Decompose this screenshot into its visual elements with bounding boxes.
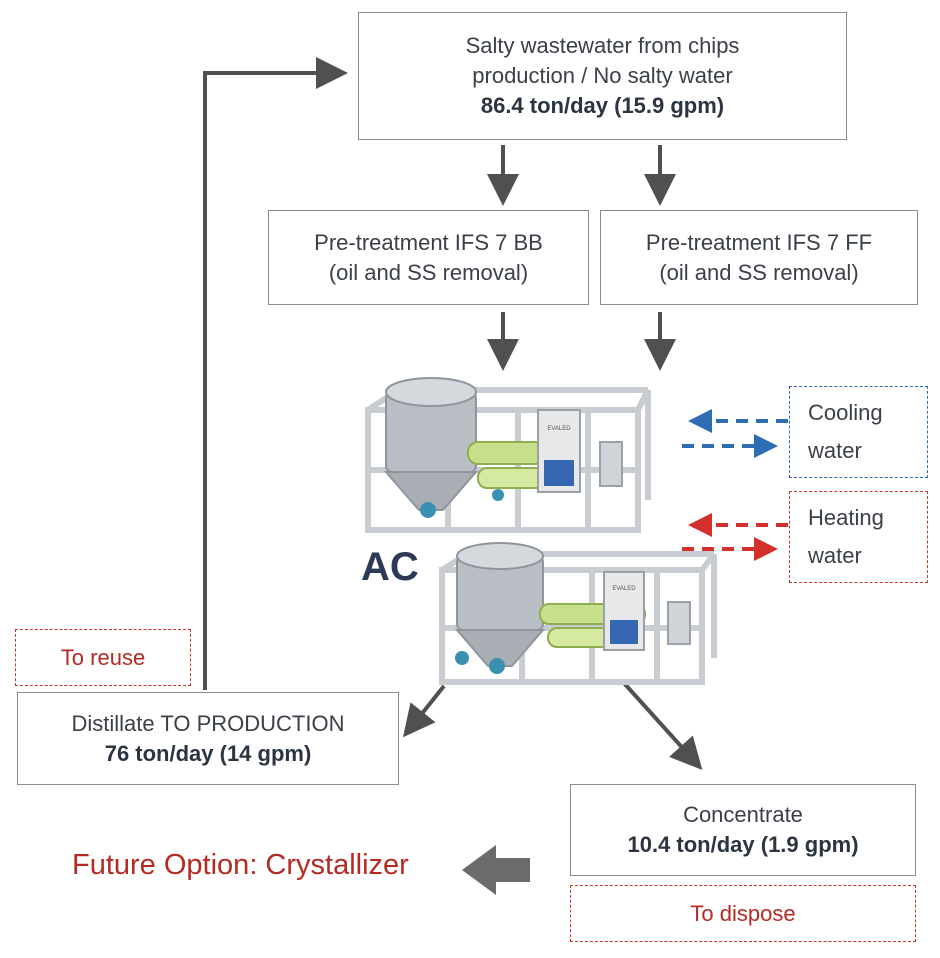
- dispose-box: To dispose: [570, 885, 916, 942]
- pretreatment-ff-line2: (oil and SS removal): [659, 259, 859, 285]
- evaporator-unit-bottom-illustration: EVALED: [439, 542, 717, 685]
- concentrate-box: Concentrate 10.4 ton/day (1.9 gpm): [570, 784, 916, 876]
- evaporator-bottom-panel-brand: EVALED: [612, 586, 636, 592]
- pretreatment-bb-line1: Pre-treatment IFS 7 BB: [314, 229, 543, 255]
- feed-line2: production / No salty water: [472, 63, 733, 88]
- feed-line1: Salty wastewater from chips: [465, 33, 740, 58]
- heating-water-box: Heating water: [789, 491, 928, 583]
- concentrate-flow: 10.4 ton/day (1.9 gpm): [627, 832, 859, 857]
- pretreatment-ff-line1: Pre-treatment IFS 7 FF: [645, 229, 873, 255]
- cooling-water-line1: Cooling: [808, 400, 883, 425]
- feed-flow: 86.4 ton/day (15.9 gpm): [480, 93, 725, 118]
- reuse-box: To reuse: [15, 629, 191, 686]
- heating-water-line2: water: [808, 543, 862, 568]
- cooling-water-box: Cooling water: [789, 386, 928, 478]
- distillate-line1: Distillate TO PRODUCTION: [71, 710, 345, 736]
- pretreatment-ff-box: Pre-treatment IFS 7 FF (oil and SS remov…: [600, 210, 918, 305]
- pretreatment-bb-line2: (oil and SS removal): [328, 259, 529, 285]
- distillate-flow: 76 ton/day (14 gpm): [104, 740, 312, 766]
- concentrate-line1: Concentrate: [683, 802, 803, 827]
- evaporator-label: AC: [361, 545, 419, 589]
- heating-water-line1: Heating: [808, 505, 884, 530]
- arrow-evaporator-to-concentrate: [621, 680, 703, 770]
- feed-box: Salty wastewater from chips production /…: [358, 12, 847, 140]
- evaporator-top-panel-brand: EVALED: [547, 426, 571, 432]
- reuse-label: To reuse: [60, 644, 146, 670]
- arrow-to-crystallizer: [462, 845, 530, 895]
- arrow-distillate-recycle: [203, 57, 348, 690]
- cooling-water-line2: water: [808, 438, 862, 463]
- evaporator-unit-top-illustration: EVALED: [365, 377, 651, 533]
- future-option-label: Future Option: Crystallizer: [72, 849, 409, 881]
- pretreatment-bb-box: Pre-treatment IFS 7 BB (oil and SS remov…: [268, 210, 589, 305]
- arrow-evaporator-to-distillate: [403, 684, 446, 738]
- distillate-box: Distillate TO PRODUCTION 76 ton/day (14 …: [17, 692, 399, 785]
- dispose-label: To dispose: [690, 900, 796, 926]
